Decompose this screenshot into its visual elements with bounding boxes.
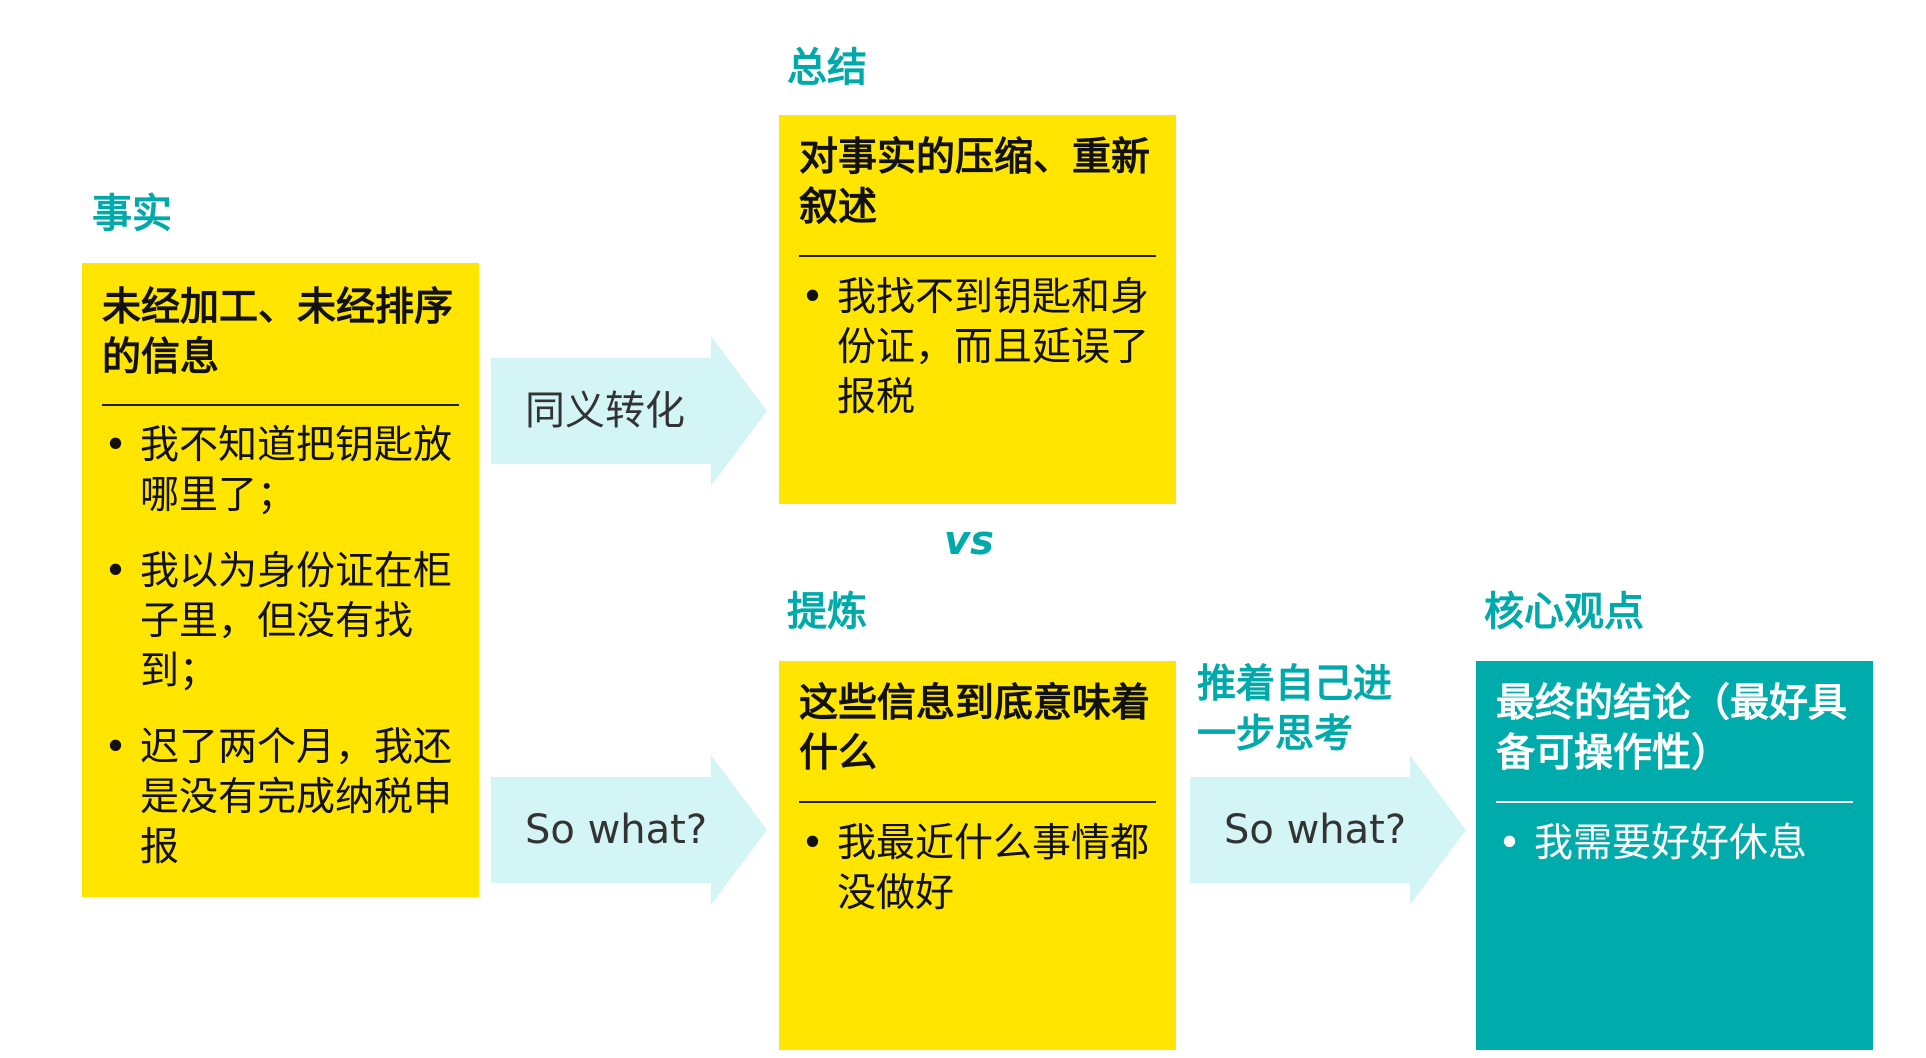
core-box: 最终的结论（最好具备可操作性） • 我需要好好休息: [1476, 661, 1873, 1050]
summary-box: 对事实的压缩、重新叙述 • 我找不到钥匙和身份证，而且延误了报税: [779, 115, 1176, 504]
refine-divider: [799, 801, 1156, 803]
list-item-text: 我最近什么事情都没做好: [837, 821, 1150, 916]
synonym-arrow: 同义转化: [491, 336, 767, 486]
sowhat-arrow-2-label: So what?: [1224, 807, 1407, 853]
arrow-right-icon: [1190, 755, 1466, 905]
sowhat-arrow-2: So what?: [1190, 755, 1466, 905]
list-item: • 迟了两个月，我还是没有完成纳税申报: [102, 723, 461, 873]
list-item: • 我以为身份证在柜子里，但没有找到；: [102, 547, 461, 697]
list-item: • 我需要好好休息: [1496, 819, 1855, 869]
summary-label: 总结: [787, 45, 867, 91]
core-label: 核心观点: [1484, 589, 1644, 635]
sowhat-arrow-1: So what?: [491, 755, 767, 905]
facts-list: • 我不知道把钥匙放哪里了； • 我以为身份证在柜子里，但没有找到； • 迟了两个月，…: [102, 421, 461, 899]
summary-divider: [799, 255, 1156, 257]
bullet-icon: •: [104, 549, 128, 594]
refine-box: 这些信息到底意味着什么 • 我最近什么事情都没做好: [779, 661, 1176, 1050]
vs-label: vs: [944, 518, 994, 564]
bullet-icon: •: [801, 275, 825, 320]
bullet-icon: •: [104, 725, 128, 770]
summary-list: • 我找不到钥匙和身份证，而且延误了报税: [799, 273, 1158, 449]
core-divider: [1496, 801, 1853, 803]
facts-divider: [102, 404, 459, 406]
refine-list: • 我最近什么事情都没做好: [799, 819, 1158, 945]
sowhat-arrow-1-label: So what?: [525, 807, 708, 853]
list-item: • 我最近什么事情都没做好: [799, 819, 1158, 919]
bullet-icon: •: [104, 423, 128, 468]
list-item: • 我不知道把钥匙放哪里了；: [102, 421, 461, 521]
core-list: • 我需要好好休息: [1496, 819, 1855, 895]
list-item-text: 我找不到钥匙和身份证，而且延误了报税: [837, 275, 1150, 420]
list-item-text: 我不知道把钥匙放哪里了；: [140, 423, 453, 518]
facts-box: 未经加工、未经排序的信息 • 我不知道把钥匙放哪里了； • 我以为身份证在柜子里，但…: [82, 263, 479, 897]
list-item-text: 我需要好好休息: [1534, 821, 1808, 866]
refine-label: 提炼: [787, 589, 867, 635]
bullet-icon: •: [1498, 821, 1522, 866]
arrow-right-icon: [491, 336, 767, 486]
bullet-icon: •: [801, 821, 825, 866]
facts-label: 事实: [92, 191, 172, 237]
synonym-arrow-label: 同义转化: [525, 388, 685, 434]
push-label: 推着自己进一步思考: [1197, 662, 1393, 757]
arrow-right-icon: [491, 755, 767, 905]
facts-heading: 未经加工、未经排序的信息: [102, 285, 454, 380]
list-item-text: 我以为身份证在柜子里，但没有找到；: [140, 549, 453, 694]
list-item: • 我找不到钥匙和身份证，而且延误了报税: [799, 273, 1158, 423]
summary-heading: 对事实的压缩、重新叙述: [799, 135, 1151, 230]
list-item-text: 迟了两个月，我还是没有完成纳税申报: [140, 725, 453, 870]
core-heading: 最终的结论（最好具备可操作性）: [1496, 681, 1848, 776]
refine-heading: 这些信息到底意味着什么: [799, 681, 1151, 776]
